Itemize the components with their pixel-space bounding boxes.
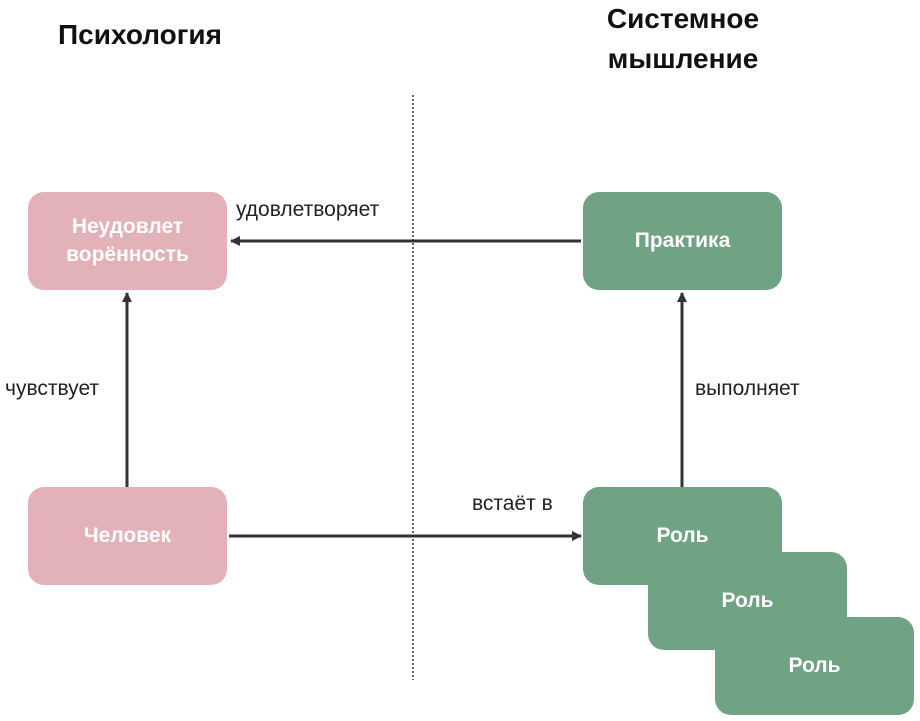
label-performs: выполняет [695, 377, 800, 400]
node-dissatisfaction-line1: Неудовлет [71, 215, 184, 238]
node-dissatisfaction: Неудовлет ворённость [28, 192, 227, 290]
label-satisfies: удовлетворяет [236, 198, 380, 221]
node-role-1: Роль [583, 487, 782, 585]
header-psychology: Психология [58, 19, 222, 50]
node-practice: Практика [583, 192, 782, 290]
label-takes-role: встаёт в [472, 492, 553, 515]
node-dissatisfaction-line2: ворённость [66, 243, 189, 266]
header-systems-thinking-1: Системное [606, 3, 760, 34]
label-feels: чувствует [5, 377, 100, 400]
header-systems-thinking-2: мышление [607, 43, 759, 74]
node-person: Человек [28, 487, 227, 585]
node-role-2: Роль [648, 552, 847, 650]
